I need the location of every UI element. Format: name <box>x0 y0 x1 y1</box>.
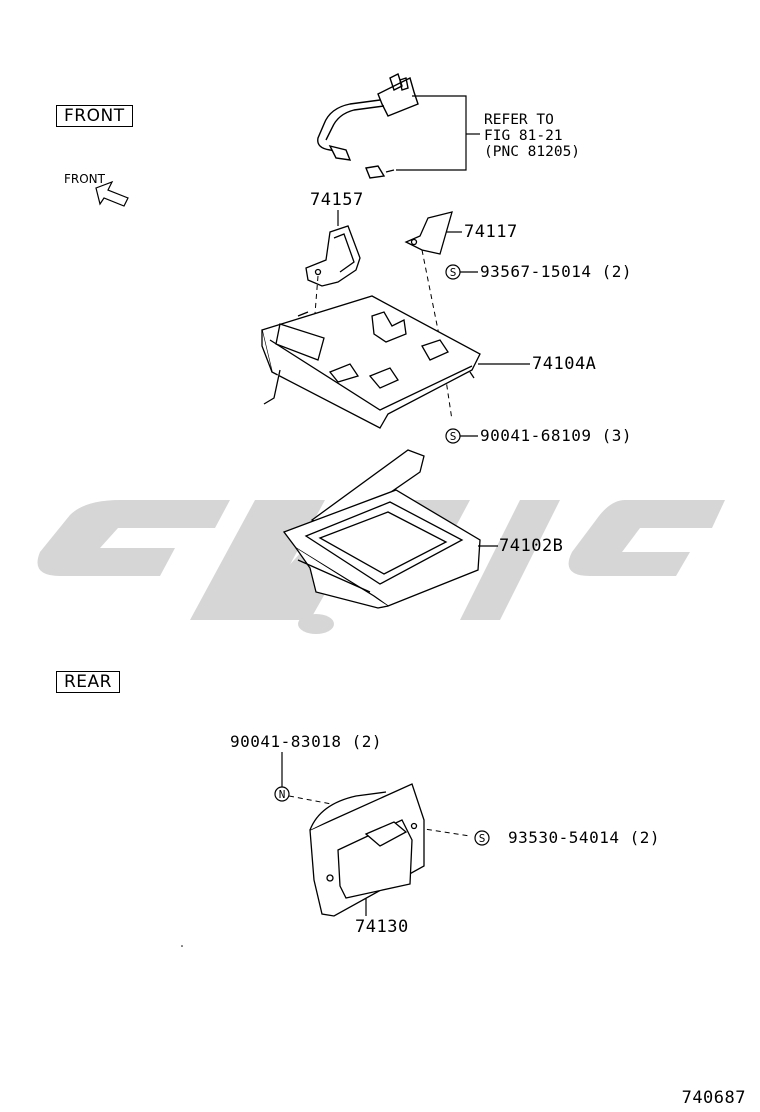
diagram-id: 740687 <box>681 1088 746 1108</box>
screw-top-symbol-letter: S <box>449 266 457 279</box>
part-number-93567-15014[interactable]: 93567-15014 (2) <box>480 262 632 281</box>
ashtray-74102b-icon <box>282 449 481 609</box>
screw-symbol-rear <box>474 830 490 846</box>
retainer-74104a-icon <box>261 295 481 429</box>
reference-note: REFER TO FIG 81-21 (PNC 81205) <box>484 112 580 160</box>
section-label-front: FRONT <box>56 105 133 127</box>
screw-rear-symbol-letter: S <box>478 832 486 845</box>
ashtray-74130-icon <box>309 783 425 917</box>
reference-bracket <box>396 95 480 171</box>
reference-line-1: REFER TO <box>484 112 554 128</box>
part-number-74157[interactable]: 74157 <box>310 190 364 210</box>
nut-rear-symbol-letter: N <box>278 788 286 801</box>
stray-dot <box>181 945 183 947</box>
part-number-74104a[interactable]: 74104A <box>532 354 597 374</box>
watermark-stroke-5 <box>568 500 725 576</box>
reference-line-2: FIG 81-21 <box>484 128 563 144</box>
bracket-74117-icon <box>404 211 453 255</box>
screw-mid-symbol-letter: S <box>449 430 457 443</box>
part-number-74130[interactable]: 74130 <box>355 917 409 937</box>
watermark-stroke-4 <box>460 500 560 620</box>
watermark-dot <box>298 614 334 634</box>
watermark-stroke-1 <box>37 500 230 576</box>
bracket-74157-icon <box>305 225 361 287</box>
part-number-90041-83018[interactable]: 90041-83018 (2) <box>230 732 382 751</box>
part-number-93530-54014[interactable]: 93530-54014 (2) <box>508 828 660 847</box>
reference-line-3: (PNC 81205) <box>484 144 581 160</box>
front-direction-arrow-icon <box>95 180 129 207</box>
part-number-90041-68109[interactable]: 90041-68109 (3) <box>480 426 632 445</box>
section-label-rear: REAR <box>56 671 120 693</box>
wire-harness-icon <box>317 73 419 179</box>
part-number-74117[interactable]: 74117 <box>464 222 518 242</box>
part-number-74102b[interactable]: 74102B <box>499 536 564 556</box>
front-arrow-label: FRONT <box>64 172 105 186</box>
